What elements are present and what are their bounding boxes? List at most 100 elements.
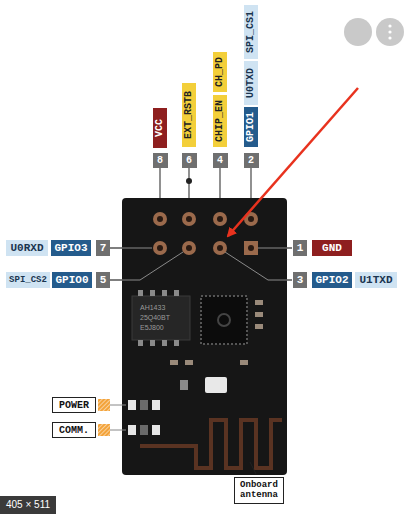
tag-text: U0RXD (10, 240, 43, 256)
antenna-trace (140, 420, 282, 468)
drawing-part (182, 241, 196, 255)
tag-text: EXT_RSTB (182, 91, 196, 139)
drawing-part (213, 241, 227, 255)
tag-text: VCC (153, 119, 167, 137)
led-marker (98, 399, 110, 411)
drawing-part (258, 247, 292, 248)
drawing-part (174, 290, 179, 296)
drawing-part (213, 212, 227, 226)
tag-text: COMM. (59, 423, 89, 439)
drawing-part (182, 212, 196, 226)
pin-tag: GPIO3 (51, 240, 91, 256)
drawing-part (162, 340, 167, 346)
pin-tag: POWER (52, 397, 96, 413)
board-traces (122, 248, 287, 280)
drawing-part (255, 300, 263, 305)
pin-tag: U0RXD (6, 240, 48, 256)
tag-text: SPI_CS1 (244, 11, 258, 53)
drawing-part (170, 360, 178, 365)
tag-text: GPIO1 (244, 112, 258, 142)
tag-text: U0TXD (244, 68, 258, 98)
drawing-part (244, 241, 258, 255)
drawing-part (180, 380, 188, 390)
antenna-leader (250, 462, 256, 474)
drawing-part (128, 425, 136, 435)
flash-chip (132, 290, 190, 346)
pin-tag: U1TXD (355, 272, 397, 288)
drawing-part (344, 18, 372, 46)
tag-text: 4 (217, 153, 223, 168)
drawing-part (110, 247, 152, 248)
pin-tag: COMM. (52, 422, 96, 438)
led-leader (110, 405, 126, 406)
led-marker (98, 424, 110, 436)
tag-text: U1TXD (359, 272, 392, 288)
tag-text: GPIO0 (55, 272, 88, 288)
drawing-part (185, 360, 193, 365)
tag-text: CHIP_EN (213, 100, 227, 142)
pointer-arrow (228, 88, 358, 236)
tag-text: CH_PD (213, 57, 227, 87)
reset-dot (186, 178, 192, 184)
ui-buttons (344, 18, 404, 46)
tag-text: 3 (297, 272, 304, 288)
pin-tag: 4 (213, 153, 228, 168)
tag-text: 6 (186, 153, 192, 168)
pin-tag: 3 (293, 272, 307, 288)
pin-tag: 2 (244, 153, 259, 168)
drawing-part (128, 400, 136, 410)
pin-tag: 5 (96, 272, 110, 288)
drawing-part (248, 245, 254, 251)
esp-chip (201, 296, 247, 344)
drawing-part (138, 340, 143, 346)
pin-tag: VCC (153, 108, 167, 148)
drawing-part (388, 24, 391, 27)
drawing-part (152, 425, 160, 435)
drawing-part (240, 360, 248, 365)
drawing-part (388, 36, 391, 39)
drawing-part (205, 377, 227, 393)
smd-parts (128, 300, 263, 435)
pin-tag: GND (312, 240, 352, 256)
drawing-part (157, 216, 163, 222)
pin-tag: 6 (182, 153, 197, 168)
drawing-part (248, 216, 254, 222)
drawing-part (140, 425, 148, 435)
tag-text: 8 (157, 153, 163, 168)
drawing-part (186, 245, 192, 251)
pin-tag: GPIO1 (244, 107, 258, 147)
drawing-part (255, 312, 263, 317)
tag-text: 2 (248, 153, 254, 168)
drawing-part (138, 290, 143, 296)
tag-text: POWER (59, 398, 89, 414)
pin-tag: U0TXD (244, 61, 258, 105)
drawing-part (258, 248, 287, 249)
pin-tag: 1 (293, 240, 307, 256)
tag-text: 1 (297, 240, 304, 256)
pin-tag: Onboard antenna (234, 477, 284, 504)
drawing-part (174, 340, 179, 346)
pcb-board (122, 198, 287, 475)
drawing-part (132, 296, 190, 340)
pin-tag: EXT_RSTB (182, 83, 196, 147)
tag-text: GPIO3 (54, 240, 87, 256)
drawing-part (218, 314, 230, 326)
drawing-part (186, 216, 192, 222)
tag-text: 7 (100, 240, 107, 256)
drawing-part (152, 400, 160, 410)
drawing-part (388, 30, 391, 33)
pin-tag: CH_PD (213, 52, 227, 92)
tag-text: 5 (100, 272, 107, 288)
pin-tag: GPIO0 (52, 272, 92, 288)
pin-tag: 405 × 511 (0, 496, 56, 514)
pin-tag: 7 (96, 240, 110, 256)
pin-tag: SPI_CS1 (244, 5, 258, 59)
tag-text: 405 × 511 (6, 496, 50, 514)
chip-marking: AH1433 (140, 304, 165, 311)
drawing-part (376, 18, 404, 46)
chip-marking: 25Q40BT (140, 314, 170, 321)
drawing-part (201, 296, 247, 344)
led-leader (110, 430, 126, 431)
tag-text: GND (322, 240, 342, 256)
